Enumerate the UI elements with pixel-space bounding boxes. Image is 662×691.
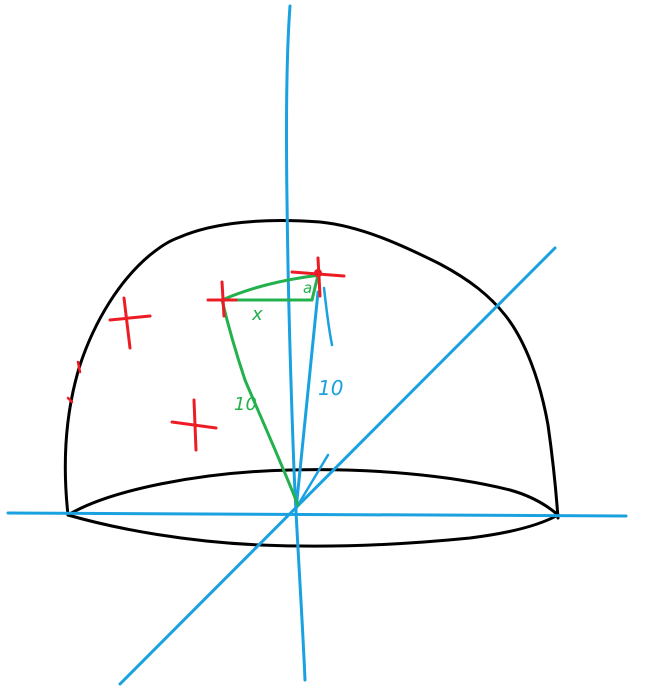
red-markers [66, 256, 346, 452]
x-offset-label: x [251, 304, 263, 325]
dome-base-back [66, 468, 560, 517]
red-marker-edge [66, 360, 82, 404]
blue-radius-label: 10 [318, 376, 343, 400]
axes [6, 4, 628, 686]
vertical-axis [284, 4, 307, 682]
dome [63, 219, 560, 548]
green-radius-label: 10 [234, 394, 257, 415]
red-marker-top [290, 256, 346, 298]
diagonal-axis [118, 246, 557, 686]
green-vertical-leg [310, 273, 320, 302]
red-marker-mid [206, 280, 238, 318]
dome-outline [63, 219, 560, 520]
a-offset-label: a [303, 279, 312, 297]
blue-radius-line [294, 290, 320, 512]
red-marker-left [108, 296, 152, 350]
blue-tick [296, 453, 330, 507]
green-radius-line [220, 298, 300, 507]
blue-radius-tail [322, 286, 334, 347]
green-arc [220, 273, 322, 302]
dome-base-front [66, 513, 560, 548]
red-marker-lower [170, 398, 218, 452]
horizontal-axis [6, 511, 628, 518]
